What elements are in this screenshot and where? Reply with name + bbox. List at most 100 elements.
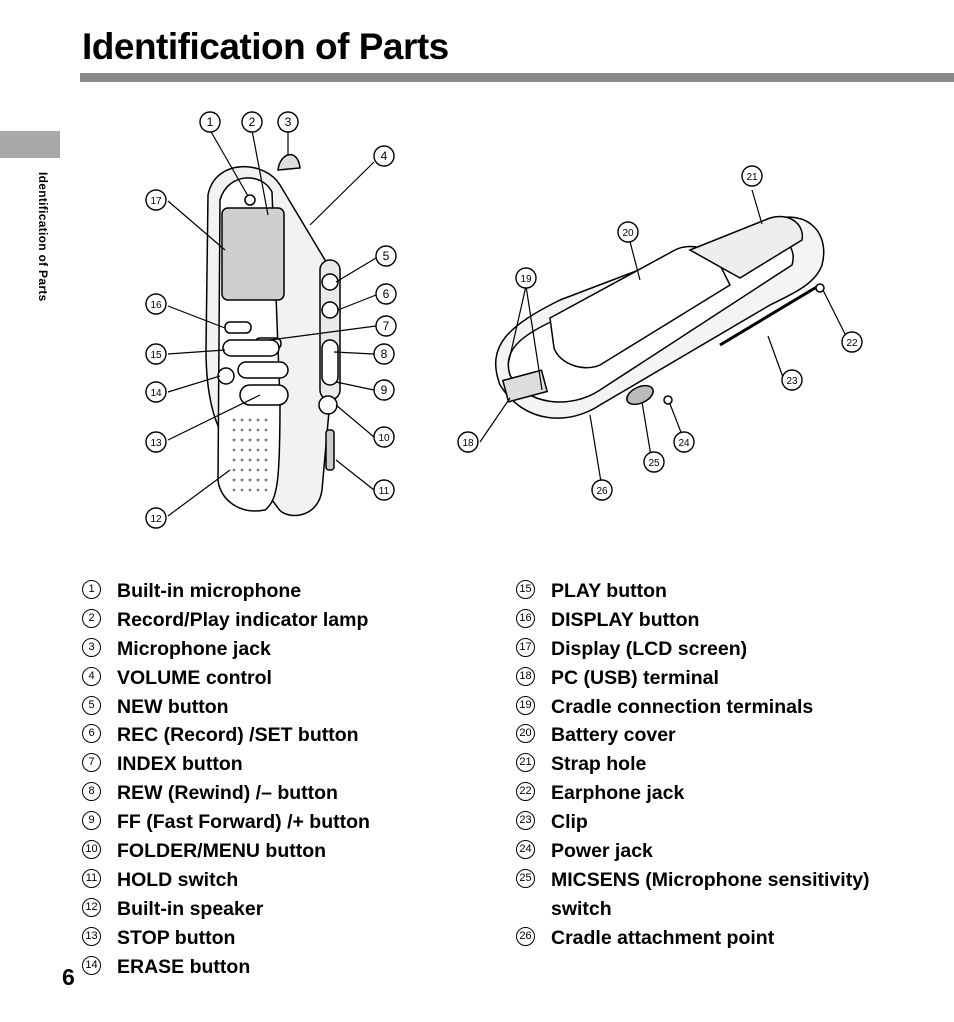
svg-text:11: 11: [379, 486, 390, 497]
item-number: 5: [82, 695, 101, 715]
item-label: Built-in microphone: [117, 580, 302, 602]
svg-text:6: 6: [383, 287, 390, 301]
device-illustration: 1 2 3 4 5 6 7 8 9 10 11 12 13 14 15 16 1…: [145, 111, 863, 529]
item-number: 26: [516, 926, 535, 946]
list-item: 13 STOP button: [82, 924, 482, 953]
callout-22: 22: [841, 331, 863, 353]
item-number: 14: [82, 955, 101, 975]
play-button-shape: [222, 339, 280, 357]
list-item: 25 MICSENS (Microphone sensitivity) switc…: [516, 866, 916, 924]
list-item: 24 Power jack: [516, 837, 916, 866]
item-number: 11: [82, 868, 101, 888]
list-item: 15 PLAY button: [516, 577, 916, 606]
item-number: 25: [516, 868, 535, 888]
item-label: Cradle attachment point: [551, 926, 775, 949]
title-rule: [80, 73, 954, 82]
item-number: 3: [82, 637, 101, 657]
item-label: Power jack: [551, 840, 653, 863]
callout-10: 10: [373, 426, 395, 448]
callout-3: 3: [277, 111, 299, 133]
list-item: 20 Battery cover: [516, 721, 916, 750]
item-number: 20: [516, 724, 535, 744]
callout-1: 1: [199, 111, 221, 133]
micsens-switch-shape: [626, 384, 654, 406]
svg-text:25: 25: [648, 458, 660, 469]
item-number: 9: [82, 811, 101, 831]
callout-labels: 1 2 3 4 5 6 7 8 9 10 11 12 13 14 15 16 1…: [145, 111, 863, 529]
item-number: 18: [516, 666, 535, 686]
svg-text:22: 22: [846, 338, 858, 349]
item-label: STOP button: [117, 926, 236, 949]
svg-text:4: 4: [381, 149, 388, 163]
list-item: 23 Clip: [516, 808, 916, 837]
svg-text:14: 14: [150, 388, 162, 399]
callout-12: 12: [145, 507, 167, 529]
callout-13: 13: [145, 431, 167, 453]
item-label: VOLUME control: [117, 666, 272, 689]
svg-text:26: 26: [596, 486, 608, 497]
item-number: 1: [82, 580, 101, 599]
item-label: FF (Fast Forward) /+ button: [117, 811, 370, 834]
page-title: Identification of Parts: [82, 26, 449, 67]
item-number: 24: [516, 840, 535, 860]
callout-23: 23: [781, 369, 803, 391]
item-number: 12: [82, 897, 101, 917]
item-number: 6: [82, 724, 101, 744]
item-label: NEW button: [117, 695, 229, 718]
svg-text:24: 24: [678, 438, 690, 449]
item-number: 7: [82, 753, 101, 773]
callout-16: 16: [145, 293, 167, 315]
callout-20: 20: [617, 221, 639, 243]
item-number: 15: [516, 580, 535, 599]
item-label: Microphone jack: [117, 637, 271, 660]
callout-19: 19: [515, 267, 537, 289]
item-label: PLAY button: [551, 580, 667, 602]
item-label: PC (USB) terminal: [551, 666, 719, 689]
svg-text:18: 18: [462, 438, 474, 449]
leader-lines: [167, 129, 849, 517]
svg-text:20: 20: [622, 228, 634, 239]
item-number: 13: [82, 926, 101, 946]
item-label: INDEX button: [117, 753, 243, 776]
list-item: 7 INDEX button: [82, 750, 482, 779]
battery-cover-shape: [549, 245, 731, 369]
side-tab-marker: [0, 131, 60, 158]
item-label: ERASE button: [117, 955, 251, 978]
svg-text:19: 19: [520, 274, 532, 285]
callout-7: 7: [375, 315, 397, 337]
item-number: 19: [516, 695, 535, 715]
item-label: DISPLAY button: [551, 608, 700, 631]
callout-9: 9: [373, 379, 395, 401]
list-item: 2 Record/Play indicator lamp: [82, 606, 482, 635]
svg-text:13: 13: [150, 438, 162, 449]
svg-text:23: 23: [786, 376, 798, 387]
callout-15: 15: [145, 343, 167, 365]
item-label: Record/Play indicator lamp: [117, 608, 369, 631]
callout-14: 14: [145, 381, 167, 403]
display-button-shape: [224, 321, 252, 334]
item-label: Clip: [551, 811, 588, 834]
item-label: Display (LCD screen): [551, 637, 748, 660]
item-number: 23: [516, 811, 535, 831]
item-number: 8: [82, 782, 101, 802]
svg-text:16: 16: [150, 300, 162, 311]
item-label: MICSENS (Microphone sensitivity) switch: [551, 868, 870, 920]
item-number: 4: [82, 666, 101, 686]
list-item: 3 Microphone jack: [82, 635, 482, 664]
svg-text:15: 15: [150, 350, 162, 361]
side-tab-label: Identification of Parts: [36, 172, 50, 302]
item-label: Battery cover: [551, 724, 676, 747]
item-number: 22: [516, 782, 535, 802]
callout-24: 24: [673, 431, 695, 453]
list-item: 18 PC (USB) terminal: [516, 664, 916, 693]
erase-button-shape: [217, 367, 235, 385]
item-label: Strap hole: [551, 753, 647, 776]
list-item: 1 Built-in microphone: [82, 577, 482, 606]
list-item: 5 NEW button: [82, 693, 482, 722]
page-number: 6: [62, 964, 75, 990]
item-number: 2: [82, 608, 101, 628]
